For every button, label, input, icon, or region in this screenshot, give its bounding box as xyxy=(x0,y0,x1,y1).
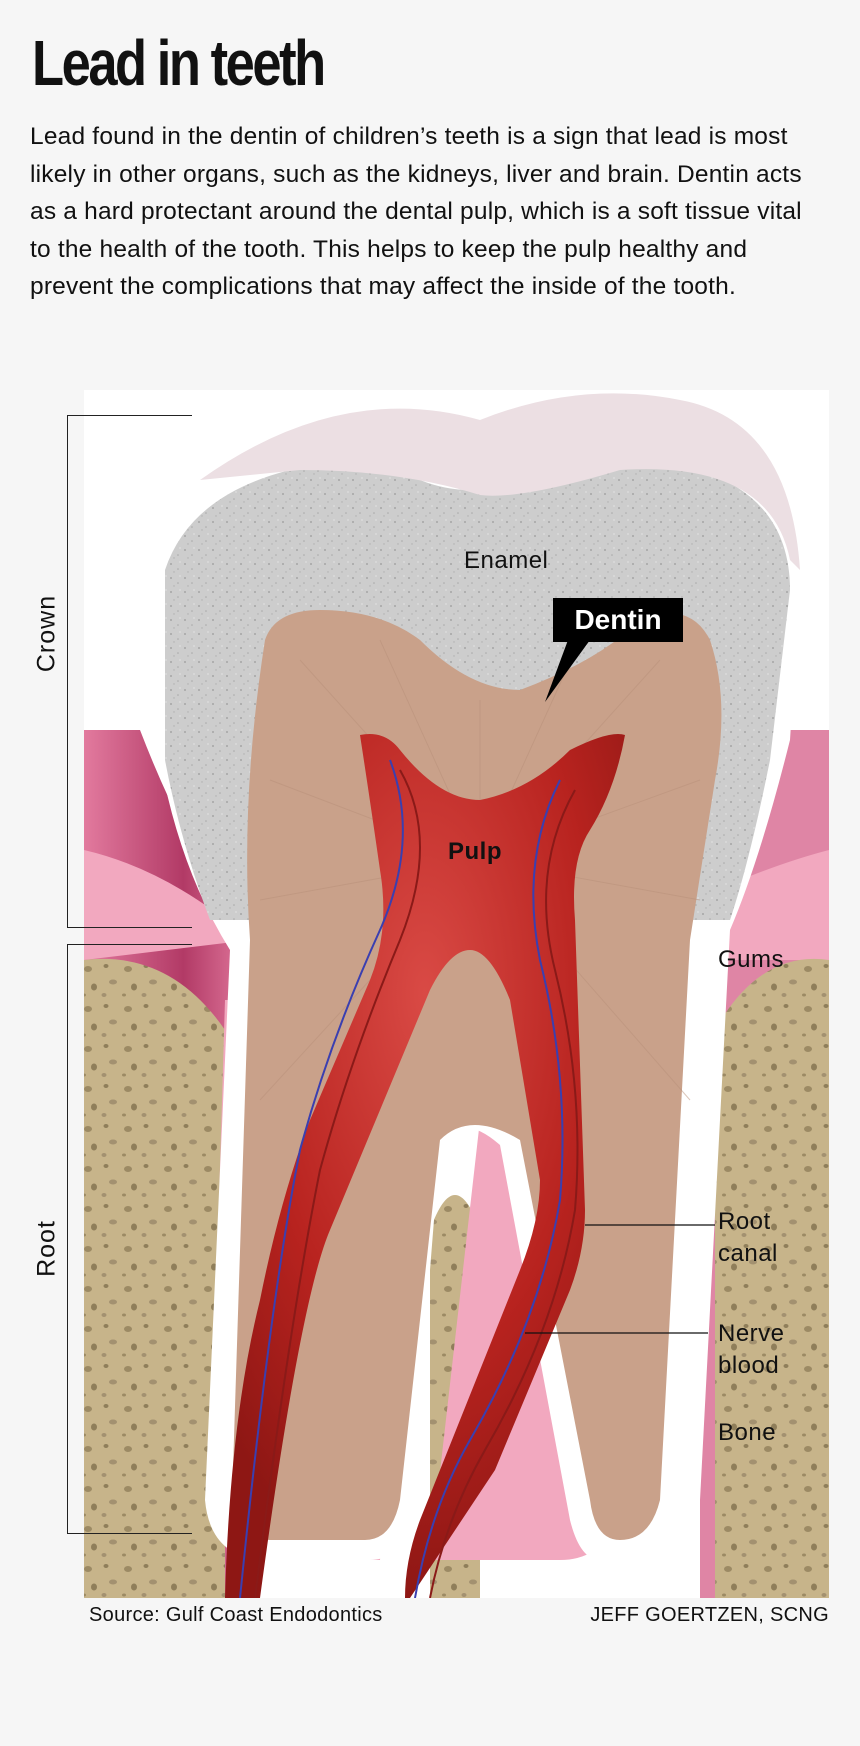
gums-label: Gums xyxy=(718,944,784,976)
crown-label: Crown xyxy=(33,554,62,714)
dentin-region xyxy=(232,610,721,1540)
enamel-label: Enamel xyxy=(464,545,548,577)
root-label: Root xyxy=(33,1169,62,1329)
source-note: Source: Gulf Coast Endodontics xyxy=(89,1604,383,1627)
bone-label: Bone xyxy=(718,1417,776,1449)
pulp-region xyxy=(225,734,625,1598)
root-canal-label: Root canal xyxy=(718,1206,778,1270)
nerve-blood-label: Nerve blood xyxy=(718,1318,785,1382)
intro-paragraph: Lead found in the dentin of children’s t… xyxy=(30,118,820,306)
credit-note: JEFF GOERTZEN, SCNG xyxy=(590,1604,829,1627)
page-title: Lead in teeth xyxy=(32,28,324,98)
root-bracket xyxy=(67,944,192,1534)
pulp-label: Pulp xyxy=(448,836,502,868)
dentin-callout: Dentin xyxy=(553,598,683,642)
crown-bracket xyxy=(67,415,192,928)
